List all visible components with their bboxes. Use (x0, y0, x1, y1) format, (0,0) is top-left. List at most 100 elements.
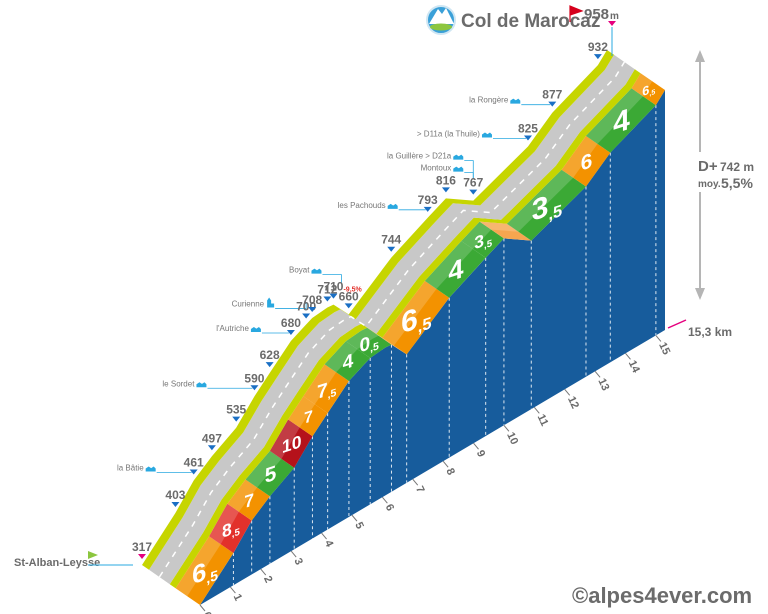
start-label: St-Alban-Leysse (14, 551, 133, 569)
road-surface (149, 54, 635, 585)
gradient-label: 7 (304, 407, 313, 427)
place-name: la Bâtie (117, 464, 144, 473)
avg-gradient: 5,5% (721, 175, 753, 191)
altitude-marker-icon (329, 293, 338, 299)
gradient-band (631, 73, 665, 106)
altitude-marker-icon (286, 330, 295, 336)
gradient-band-highlight (288, 396, 315, 428)
elevation-gain-indicator: D+ 742 m moy. 5,5% 15,3 km (667, 50, 755, 339)
km-tick-label: 11 (535, 412, 551, 428)
km-tick (533, 406, 540, 414)
altitude-marker-icon (469, 189, 478, 195)
km-tick (564, 388, 571, 396)
gradient-band (367, 327, 407, 355)
start-flag-icon (88, 551, 98, 559)
km-tick (473, 442, 479, 450)
place-name: Boyat (289, 266, 310, 275)
gradient-band (345, 327, 392, 358)
house-icon (145, 466, 156, 472)
church-icon (267, 297, 275, 308)
gradient-label: 8,5 (222, 516, 240, 543)
altitude-label: 877 (542, 88, 562, 102)
dplus-value: 742 m (720, 160, 754, 174)
place-leader-line (464, 160, 474, 179)
place-name: la Guillère > D21a (387, 152, 452, 161)
summit-altitude: 958 (584, 6, 609, 23)
km-tick-label: 15 (656, 341, 672, 357)
km-tick (625, 353, 631, 360)
gradient-band-highlight (345, 327, 379, 350)
altitude-marker-icon (302, 313, 311, 319)
gradient-band (227, 479, 270, 521)
gradient-label: 4 (448, 252, 464, 287)
gradient-band-highlight (209, 503, 239, 545)
km-tick-label: 1 (231, 592, 244, 603)
altitude-label: 932 (588, 40, 608, 54)
gradient-band-highlight (382, 280, 437, 346)
summit-unit: m (610, 11, 619, 22)
place-leader-line (322, 274, 342, 284)
km-tick-label: 9 (474, 448, 487, 459)
km-tick (351, 514, 358, 522)
km-tick (230, 586, 236, 594)
gradient-band-highlight (585, 88, 644, 144)
altitude-label: 767 (463, 176, 483, 190)
place-name: les Pachouds (338, 201, 386, 210)
km-tick (321, 532, 327, 540)
gradient-band (585, 88, 656, 153)
km-tick-label: 3 (291, 556, 304, 567)
km-tick-label: 7 (413, 484, 426, 495)
km-tick (412, 478, 419, 486)
gradient-band (461, 221, 504, 258)
altitude-marker-icon (593, 54, 602, 60)
house-icon (387, 203, 398, 209)
house-icon (453, 154, 464, 160)
gradient-label: 10 (282, 431, 302, 457)
gradient-band (245, 450, 295, 497)
altitude-marker-icon (344, 303, 353, 309)
gradient-band (175, 536, 234, 605)
avg-label: moy. (698, 179, 721, 190)
km-tick (442, 460, 449, 468)
altitude-label: 403 (165, 488, 185, 502)
place-name: l'Autriche (216, 324, 249, 333)
km-tick-label: 6 (383, 502, 396, 513)
altitude-marker-icon (423, 206, 432, 212)
gradient-band (561, 135, 611, 187)
km-tick (199, 604, 206, 612)
gradient-band (324, 341, 371, 381)
descent-gradient-label: -9,5% (343, 287, 362, 294)
place-name: > D11a (la Thuile) (417, 130, 480, 139)
altitude-markers: 3174034614975355906286807007087127106607… (132, 40, 608, 559)
house-icon (510, 98, 521, 104)
gradient-label: 6,5 (401, 296, 431, 342)
altitude-label: 816 (436, 173, 456, 187)
gradient-label: 6,5 (192, 552, 218, 592)
altitude-label: 535 (226, 403, 246, 417)
gradient-label: 4 (613, 101, 630, 141)
place-name: Montoux (421, 164, 452, 173)
altitude-label: 793 (418, 193, 438, 207)
altitude-label: 317 (132, 540, 152, 554)
header: Col de Marocaz 958 m (426, 5, 619, 56)
altitude-label: 497 (202, 431, 222, 445)
km-tick (290, 550, 297, 558)
page-title: Col de Marocaz (461, 11, 600, 32)
mountain-logo-icon (426, 5, 456, 35)
km-tick (381, 496, 388, 504)
km-tick-label: 4 (322, 538, 336, 549)
altitude-label: 628 (260, 348, 280, 362)
distance-leader-line (667, 319, 687, 329)
km-tick (260, 568, 267, 576)
gradient-band-highlight (303, 364, 337, 405)
gradient-band (506, 169, 586, 241)
altitude-marker-icon (441, 187, 450, 193)
place-name: le Sordet (162, 379, 195, 388)
gradient-band-highlight (367, 327, 394, 346)
total-distance: 15,3 km (688, 325, 732, 339)
altitude-marker-icon (171, 502, 180, 508)
house-icon (250, 327, 261, 333)
profile-side-face (200, 90, 665, 605)
